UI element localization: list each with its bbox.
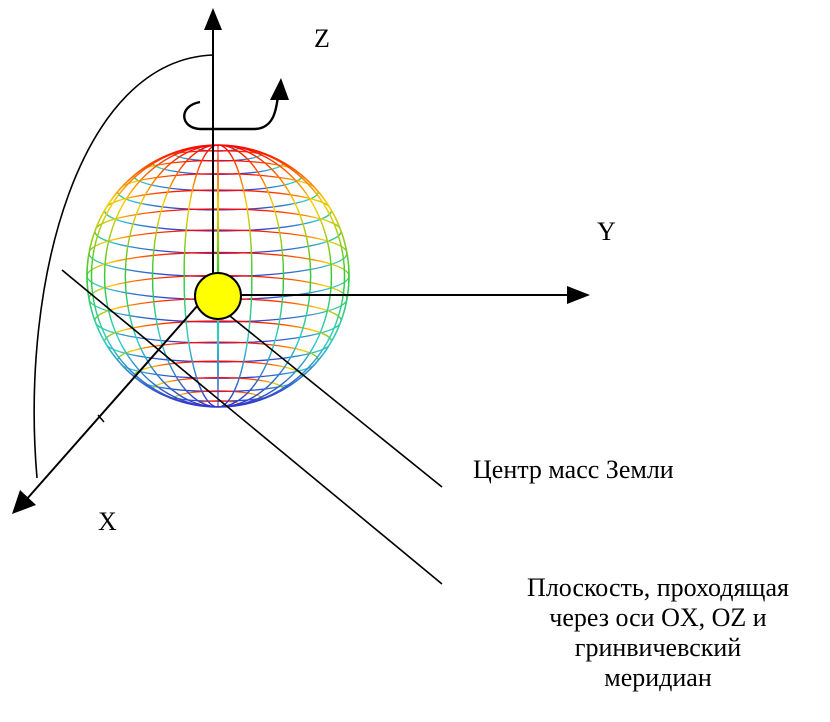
x-axis-label: X — [98, 507, 117, 536]
globe-longitude-line — [90, 145, 346, 407]
x-axis-arrowhead — [12, 490, 36, 514]
plane-label: Плоскость, проходящая через оси OX, OZ и… — [488, 573, 828, 693]
globe-longitude-line — [183, 145, 253, 407]
globe-longitude-line — [151, 145, 285, 407]
z-axis-label: Z — [314, 24, 330, 53]
y-axis-arrowhead — [567, 286, 590, 304]
center-of-mass-point — [194, 272, 242, 320]
z-axis — [204, 8, 222, 290]
globe-longitude-line — [124, 145, 312, 407]
y-axis-label: Y — [597, 217, 616, 246]
x-axis — [12, 295, 207, 514]
globe-outline — [86, 144, 350, 408]
plane-label-line-2: через оси OX, OZ и — [549, 603, 767, 632]
plane-label-line-4: меридиан — [604, 663, 712, 692]
plane-leader — [61, 269, 443, 585]
rotation-arrow-icon — [183, 78, 289, 131]
plane-label-line-1: Плоскость, проходящая — [527, 573, 789, 602]
plane-label-line-3: гринвичевский — [574, 633, 742, 662]
center-of-mass-label: Центр масс Земли — [473, 455, 674, 484]
globe-longitude-line — [103, 145, 333, 407]
y-axis — [213, 286, 590, 304]
z-axis-arrowhead — [204, 8, 222, 30]
x-axis-tick — [97, 414, 105, 423]
greenwich-meridian-arc — [33, 54, 214, 479]
center-of-mass-leader — [224, 311, 443, 488]
